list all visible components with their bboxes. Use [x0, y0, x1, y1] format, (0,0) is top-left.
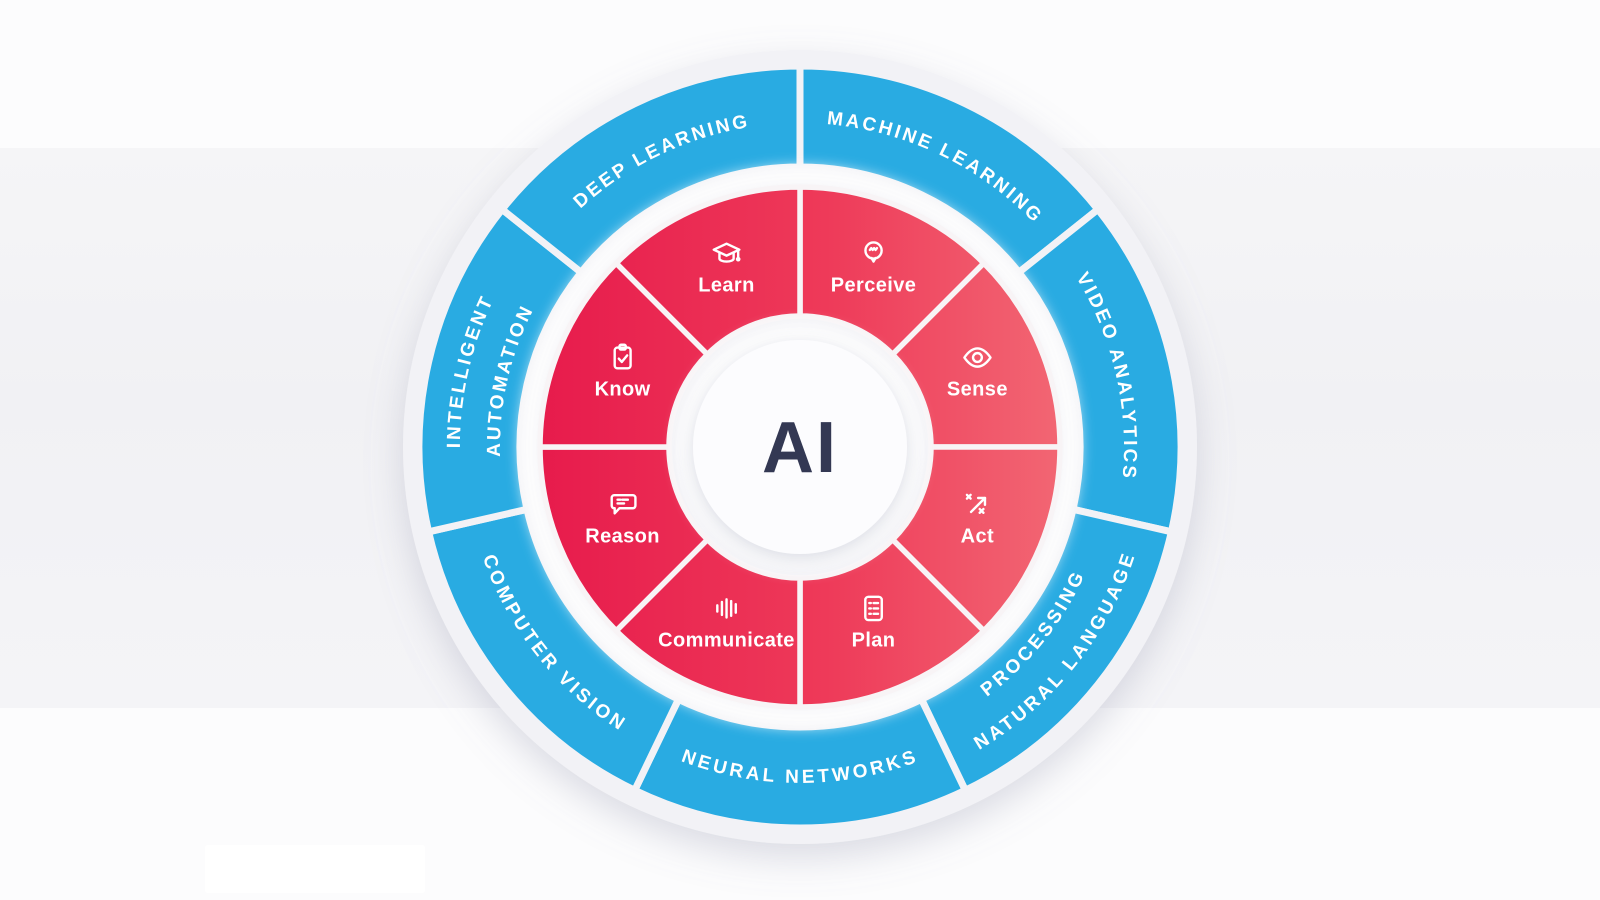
- inner-glow-ring: [520, 167, 1080, 727]
- inner-segment-label-learn: Learn: [698, 275, 754, 297]
- inner-segment-label-sense: Sense: [947, 379, 1008, 401]
- inner-segment-perceive: [797, 184, 987, 358]
- inner-segment-act: [889, 444, 1063, 634]
- strategy-arrow-icon: [965, 493, 987, 514]
- inner-segment-label-communicate: Communicate: [658, 629, 795, 651]
- inner-segment-label-perceive: Perceive: [831, 275, 917, 297]
- inner-labels: Learn Perceive Sense Act: [585, 241, 1008, 651]
- center-circle: [693, 340, 907, 554]
- checklist-icon: [864, 595, 883, 622]
- eye-icon: [963, 347, 992, 368]
- clipboard-check-icon: [613, 343, 632, 370]
- inner-segment-sense: [889, 260, 1063, 450]
- speech-bubble-icon: [610, 493, 637, 515]
- inner-segment-label-reason: Reason: [585, 526, 660, 548]
- inner-segment-plan: [797, 536, 987, 710]
- inner-segment-reason: [537, 444, 711, 634]
- inner-segment-label-know: Know: [595, 379, 651, 401]
- graduation-cap-icon: [712, 242, 741, 263]
- center-title: AI: [762, 408, 838, 488]
- watermark-placeholder: [205, 845, 425, 893]
- inner-segment-communicate: [613, 536, 803, 710]
- lightbulb-icon: [864, 241, 883, 263]
- inner-segment-know: [537, 260, 711, 450]
- inner-segment-label-act: Act: [961, 526, 994, 548]
- sound-wave-icon: [716, 598, 737, 619]
- inner-segment-label-plan: Plan: [852, 629, 896, 651]
- inner-ring: [537, 184, 1063, 710]
- inner-segment-learn: [613, 184, 803, 358]
